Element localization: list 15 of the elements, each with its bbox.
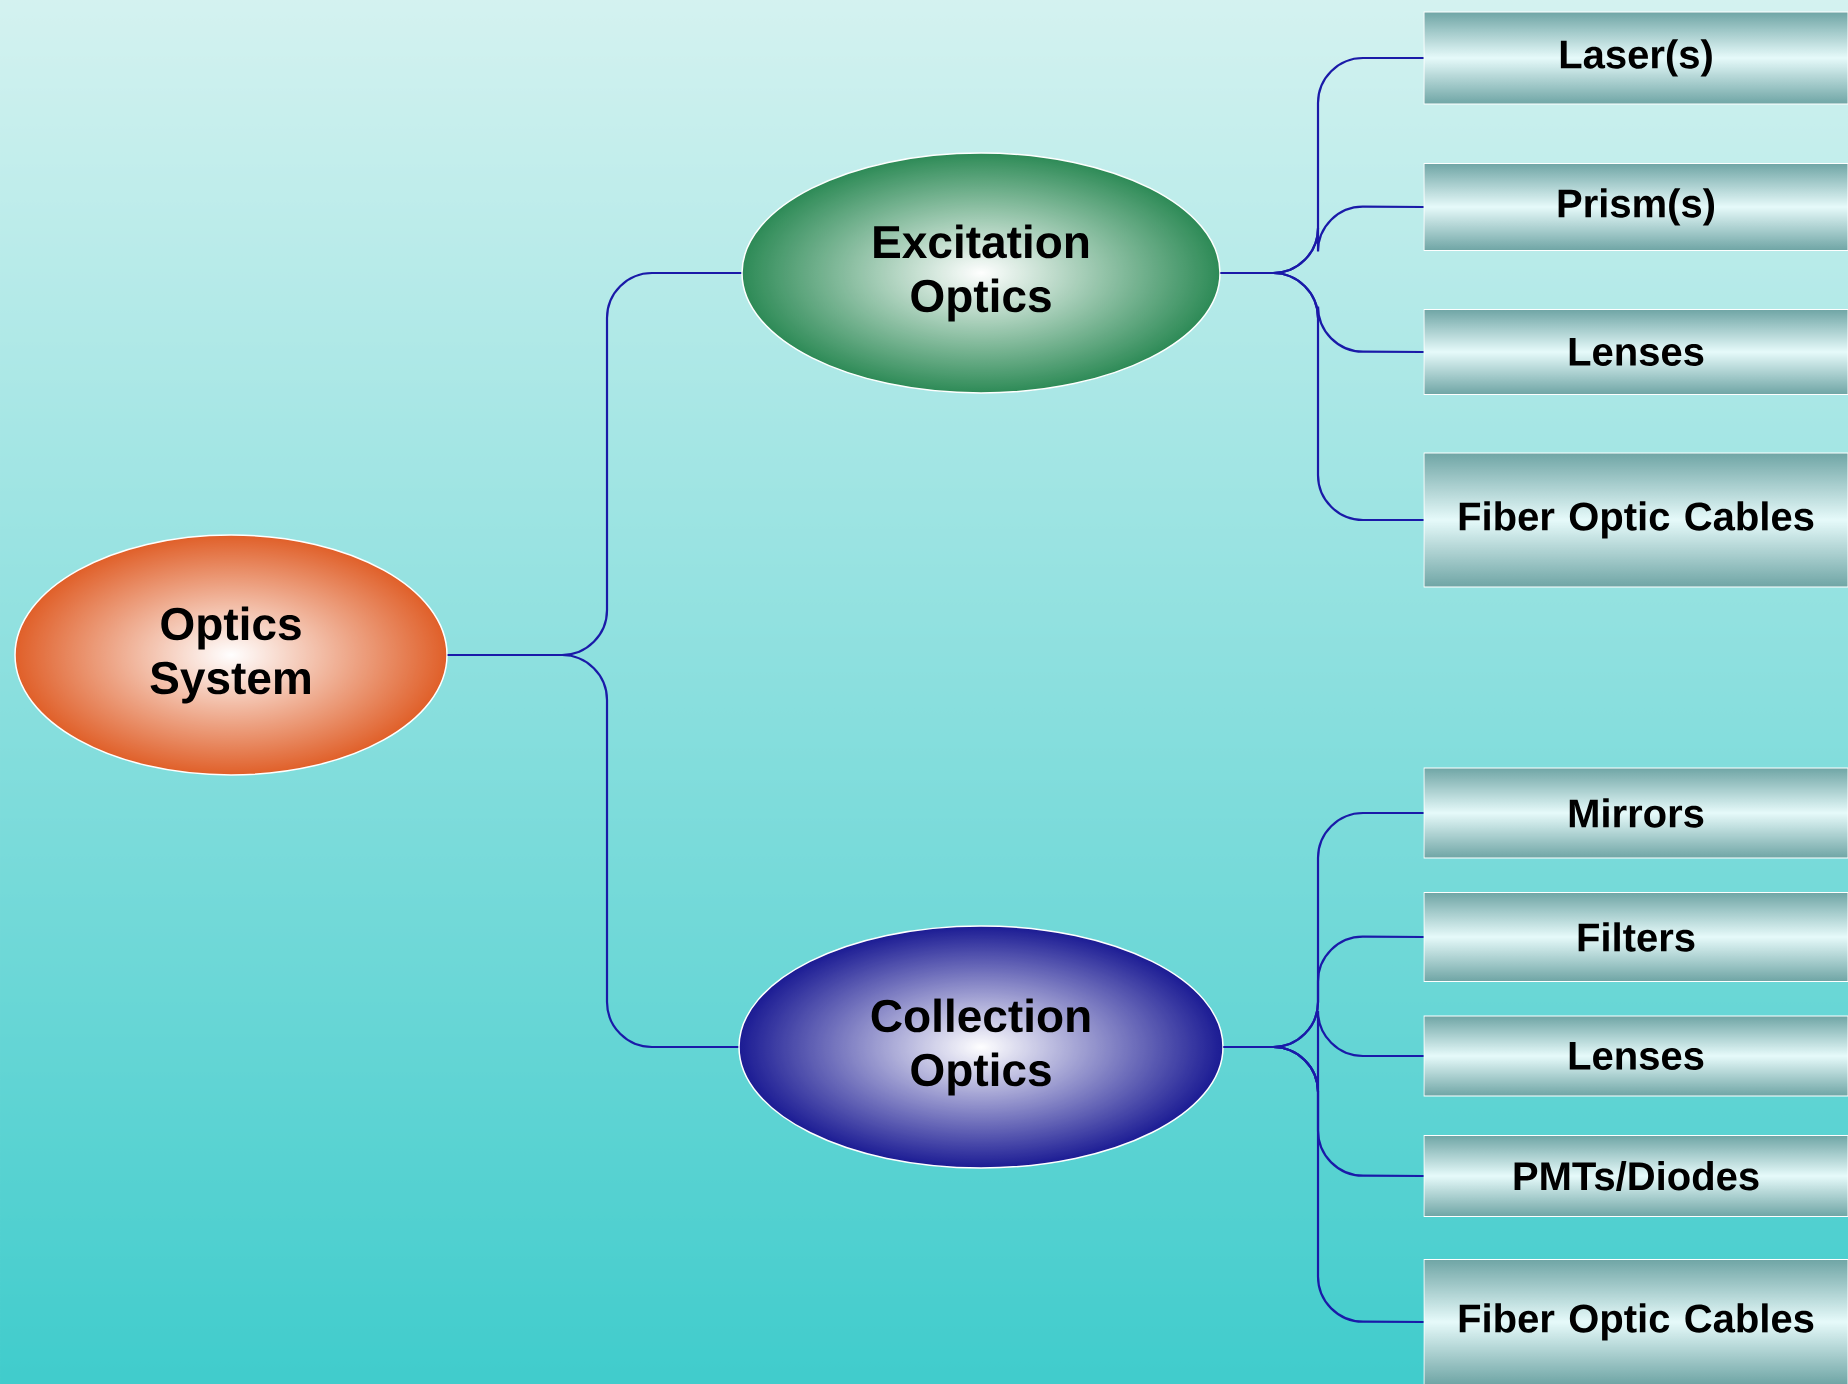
connector-line (447, 653, 739, 1049)
connector-line (1220, 271, 1424, 522)
ellipse-node: Collection Optics (738, 925, 1224, 1169)
item-box: Lenses (1423, 1015, 1848, 1097)
item-box: Mirrors (1423, 767, 1848, 859)
ellipse-node: Optics System (14, 534, 448, 776)
connector-line (1223, 1045, 1424, 1324)
item-box: Fiber Optic Cables (1423, 452, 1848, 588)
ellipse-node: Excitation Optics (741, 152, 1221, 394)
item-box: PMTs/Diodes (1423, 1135, 1848, 1217)
item-box: Fiber Optic Cables (1423, 1259, 1848, 1384)
item-box: Prism(s) (1423, 163, 1848, 251)
item-box: Lenses (1423, 309, 1848, 395)
item-box: Filters (1423, 892, 1848, 982)
item-box: Laser(s) (1423, 11, 1848, 105)
